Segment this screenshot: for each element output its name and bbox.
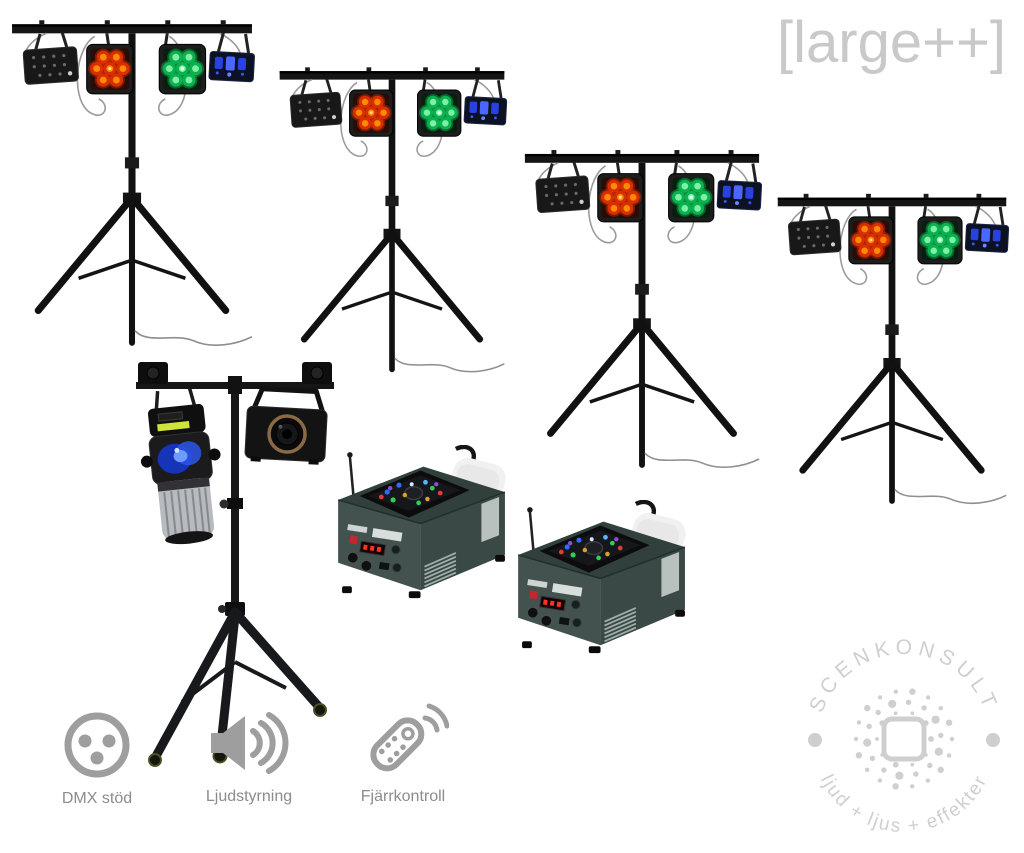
led-par-kit-3 bbox=[519, 138, 765, 473]
logo-tagline-text: ljud + ljus + effekter bbox=[816, 771, 990, 837]
led-par-kit-1 bbox=[6, 8, 258, 351]
feature-label: Fjärrkontroll bbox=[360, 788, 446, 805]
xlr-dmx-connector-icon bbox=[64, 712, 130, 778]
remote-control-icon bbox=[370, 703, 449, 772]
logo-left-dot bbox=[808, 733, 822, 747]
logo-center-burst bbox=[853, 688, 955, 790]
logo-right-dot bbox=[986, 733, 1000, 747]
scenkonsult-watermark-logo: SCENKONSULT ljud + ljus + effekter bbox=[805, 636, 1003, 837]
led-par-kit-2 bbox=[274, 56, 510, 377]
feature-remote: Fjärrkontroll bbox=[348, 696, 458, 806]
fog-machine-2 bbox=[510, 500, 697, 657]
feature-sound-control: Ljudstyrning bbox=[194, 704, 304, 806]
logo-brand-text: SCENKONSULT bbox=[805, 636, 997, 716]
svg-text:ljud + ljus + effekter: ljud + ljus + effekter bbox=[816, 771, 992, 837]
led-par-kit-4 bbox=[772, 182, 1012, 509]
size-wordmark: [large++] bbox=[777, 10, 1006, 75]
speaker-sound-icon bbox=[211, 712, 289, 774]
fog-machine-1 bbox=[330, 445, 517, 602]
feature-dmx: DMX stöd bbox=[42, 708, 152, 808]
feature-label: Ljudstyrning bbox=[205, 788, 293, 805]
svg-text:SCENKONSULT: SCENKONSULT bbox=[805, 636, 1003, 716]
feature-label: DMX stöd bbox=[61, 790, 133, 807]
